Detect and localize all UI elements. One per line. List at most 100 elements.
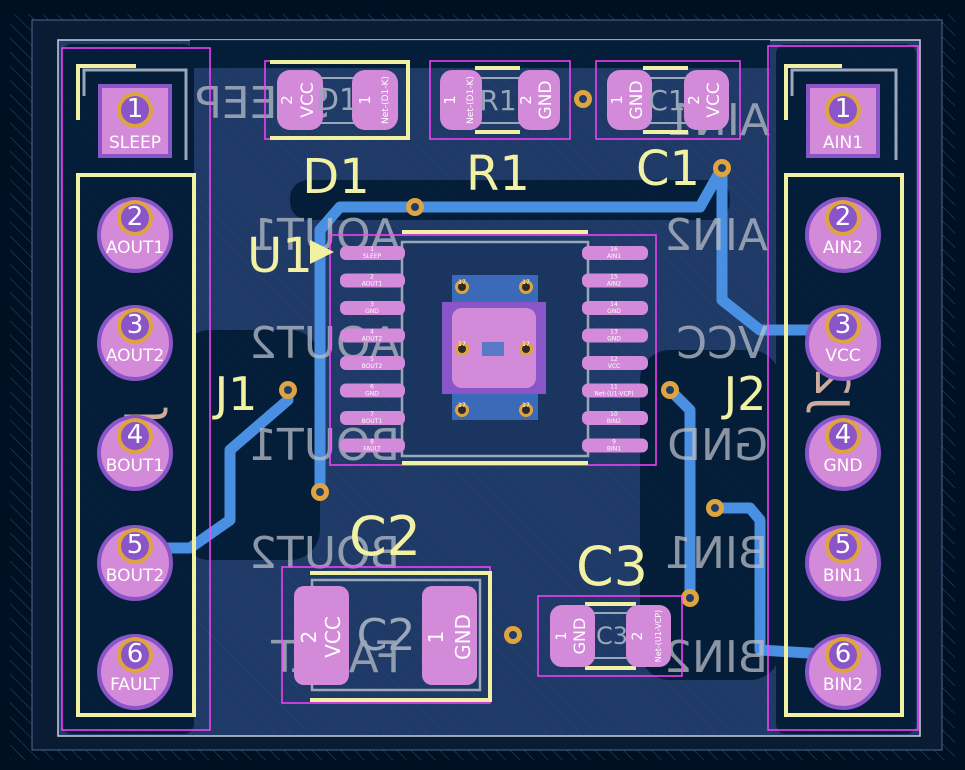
j1-ref-label: J1 — [212, 367, 258, 421]
d1-pad-1-num: 1 — [356, 95, 374, 105]
d1-silk — [270, 60, 410, 140]
c2-ref-label: C2 — [349, 505, 421, 568]
r1-pad-1-net: Net-(D1-K) — [466, 76, 476, 124]
c2-pad-1-num: 1 — [424, 631, 448, 644]
u1-pin-num: 2 — [370, 274, 374, 281]
via — [661, 381, 679, 399]
u1-pin-net: VCC — [608, 363, 620, 370]
j1-pin-1-num: 1 — [127, 94, 144, 124]
u1-pin1-arrow — [310, 240, 334, 264]
u1-pin-net: AOUT1 — [362, 281, 383, 288]
u1-pin-net: SLEEP — [363, 253, 382, 260]
d1-pad-2[interactable]: 2 VCC — [277, 70, 323, 130]
connector-j2[interactable]: 1 AIN1 — [767, 45, 919, 731]
j1-pin-6-num: 6 — [127, 639, 144, 669]
u1-pin-net: BIN1 — [607, 446, 621, 453]
u1-pin-num: 7 — [370, 411, 374, 418]
u1-pin-num: 9 — [612, 439, 616, 446]
via — [713, 159, 731, 177]
via — [574, 90, 592, 108]
u1-pin-net: GND — [607, 308, 621, 315]
thermal-via: 17 — [455, 341, 469, 356]
c2-pad-1[interactable]: 1 GND — [422, 586, 477, 685]
r1-pad-1[interactable]: 1 Net-(D1-K) — [440, 70, 482, 130]
thermal-via: 17 — [455, 402, 469, 417]
back-label-bin1: BIN1 — [664, 528, 768, 579]
u1-pin-num: 3 — [370, 301, 374, 308]
d1-pad-1[interactable]: 1 Net-(D1-K) — [352, 70, 398, 130]
c1-pad-1[interactable]: 1 GND — [607, 70, 652, 130]
d1-pad-2-num: 2 — [278, 95, 296, 105]
c3-pad-2[interactable]: 2 Net-(U1-VCP) — [626, 605, 671, 667]
c2-pad-1-net: GND — [451, 614, 475, 660]
j2-pin-6-num: 6 — [835, 639, 852, 669]
via — [706, 499, 724, 517]
j2-pin-1-num: 1 — [835, 94, 852, 124]
via — [311, 483, 329, 501]
back-label-gnd: GND — [667, 420, 768, 471]
r1-pad-2[interactable]: 2 GND — [517, 70, 560, 130]
c3-pad-2-net: Net-(U1-VCP) — [654, 610, 663, 662]
c1-pad-2[interactable]: 2 VCC — [684, 70, 729, 130]
u1-pin-num: 11 — [610, 384, 618, 391]
c3-fab-outline — [537, 595, 683, 677]
component-c1[interactable]: 1 GND 2 VCC C1 C1 — [595, 60, 741, 197]
c3-pad-1-num: 1 — [554, 632, 570, 641]
connector-j1[interactable]: 1 SLEEP — [61, 47, 211, 731]
thermal-via-num: 17 — [458, 279, 466, 286]
u1-pin-net: GND — [365, 308, 379, 315]
u1-pin-net: AIN2 — [607, 281, 621, 288]
component-d1[interactable]: 2 VCC 1 Net-(D1-K) D1 D1 — [264, 60, 410, 205]
u1-pin-num: 14 — [610, 301, 618, 308]
j1-pin-3-name: AOUT2 — [106, 346, 164, 366]
component-c2[interactable]: 2 VCC 1 GND C2 C2 — [281, 505, 492, 704]
u1-pin-num: 12 — [610, 356, 618, 363]
component-c3[interactable]: 1 GND 2 Net-(U1-VCP) C3 C3 — [537, 535, 683, 677]
u1-pin-num: 10 — [610, 411, 618, 418]
d1-ref-label: D1 — [302, 149, 370, 205]
u1-pin-num: 4 — [370, 329, 374, 336]
j2-pin-1[interactable]: 1 AIN1 — [806, 84, 880, 158]
j1-pin-1-name: SLEEP — [109, 133, 161, 153]
back-label-ain2: AIN2 — [664, 210, 768, 261]
c3-pad-1[interactable]: 1 GND — [550, 605, 595, 667]
d1-fab-ref: D1 — [316, 83, 358, 118]
j1-pin-1[interactable]: 1 SLEEP — [98, 84, 172, 158]
j2-pin-2-num: 2 — [835, 202, 852, 232]
c2-pad-2-num: 2 — [297, 631, 321, 644]
j2-pin-4-name: GND — [824, 456, 863, 476]
u1-pin-net: GND — [365, 391, 379, 398]
c3-pad-1-net: GND — [570, 618, 589, 655]
thermal-via: 17 — [455, 279, 469, 294]
component-r1[interactable]: 1 Net-(D1-K) 2 GND R1 R1 — [429, 60, 571, 202]
c2-pad-2[interactable]: 2 VCC — [294, 586, 349, 685]
